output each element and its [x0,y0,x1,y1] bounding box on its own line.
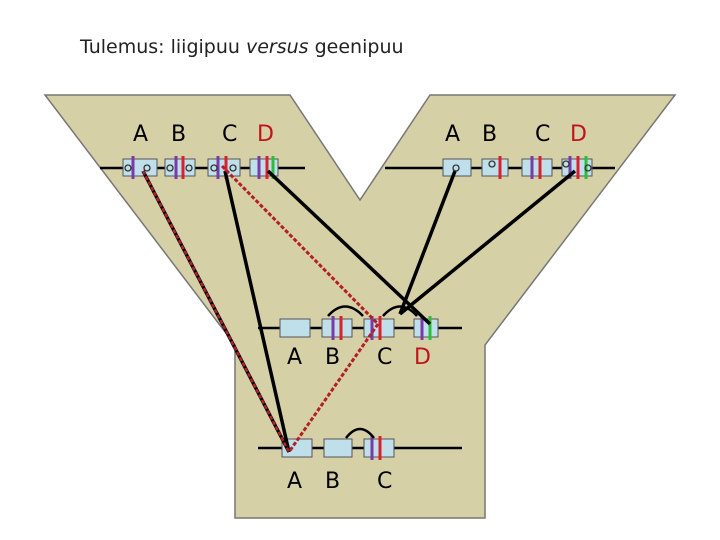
marker [166,164,174,172]
species-label-a: A [445,122,460,147]
marker [488,160,496,168]
transfer-arrow [345,427,375,439]
gene-box [521,158,553,177]
species-tree-branch [266,169,432,326]
diagram-title: Tulemus: liigipuu versus geenipuu [80,36,404,58]
marker [229,164,237,172]
gene-box [164,158,196,177]
transfer-arrow [382,305,418,317]
title-emphasis: versus [245,36,309,58]
labels-top-right: A B C D [445,122,587,147]
gene-box [323,438,353,458]
species-tree-branch [223,170,291,453]
species-label-b: B [482,122,497,147]
species-label-c: C [377,469,392,494]
gene-tree-branch [141,170,291,453]
species-label-a: A [287,345,302,370]
gene-markers [124,160,592,172]
gene-box [442,158,472,177]
title-prefix: Tulemus: liigipuu [80,36,246,58]
gene-box [279,318,311,338]
species-label-d: D [414,345,431,370]
marker [562,160,570,168]
gene-box [321,318,353,338]
species-label-d: D [570,122,587,147]
gene-tree-branch [220,164,380,326]
marker [210,164,218,172]
gene-box-group-bottom [281,427,395,460]
y-shape-background [43,94,677,519]
title-suffix: geenipuu [308,36,404,58]
gene-box-group-top-left [122,156,279,179]
species-label-b: B [171,122,186,147]
marker [584,164,592,172]
species-label-c: C [222,122,237,147]
labels-top-left: A B C D [133,122,274,147]
species-label-b: B [325,469,340,494]
marker [452,164,460,172]
species-label-b: B [325,345,340,370]
marker [124,164,132,172]
species-tree-branch [398,170,457,315]
gene-box [122,158,158,177]
transfer-arrow [327,305,364,317]
species-label-a: A [287,469,302,494]
marker [143,164,151,172]
labels-bottom: A B C [287,469,392,494]
gene-tree-branch [287,323,380,453]
species-tree-branch [398,169,577,316]
species-label-c: C [535,122,550,147]
gene-box-group-middle [279,305,439,340]
species-label-a: A [133,122,148,147]
gene-box [481,158,509,177]
species-label-c: C [377,345,392,370]
marker [185,164,193,172]
species-label-d: D [257,122,274,147]
labels-middle: A B C D [287,345,431,370]
